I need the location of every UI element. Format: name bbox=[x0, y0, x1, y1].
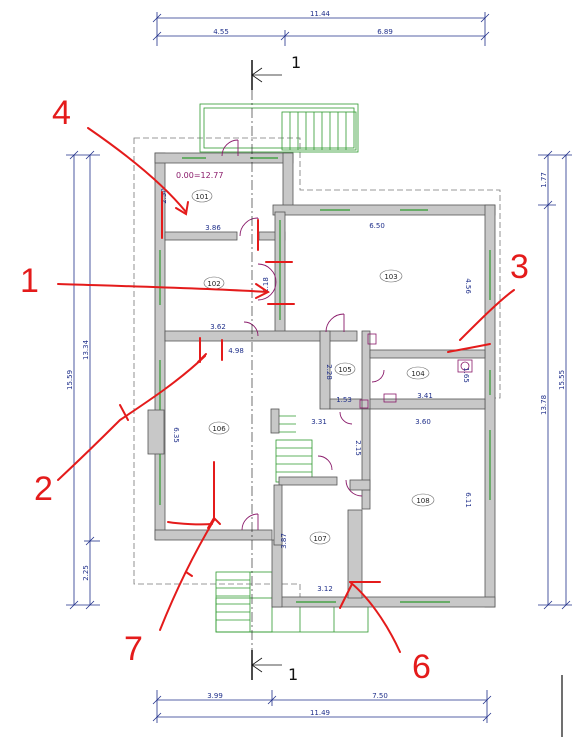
room-104-height: 1.65 bbox=[462, 367, 470, 383]
left-dimensions bbox=[66, 150, 100, 610]
section-mark-bottom: 1 bbox=[288, 665, 298, 684]
room-106-height: 6.35 bbox=[172, 427, 180, 443]
room-108-width: 3.60 bbox=[415, 418, 431, 426]
room-label-102: 102 bbox=[207, 280, 220, 288]
room-101-height: 2.50 bbox=[160, 188, 168, 204]
room-102-width: 3.62 bbox=[210, 323, 226, 331]
dim-right-middle: 13.78 bbox=[540, 395, 548, 415]
room-label-104: 104 bbox=[411, 370, 425, 378]
room-107-width: 3.12 bbox=[317, 585, 333, 593]
room-108-height: 6.11 bbox=[464, 492, 472, 508]
annotation-1: 1 bbox=[20, 262, 39, 300]
dim-top-right: 6.89 bbox=[377, 28, 393, 36]
room-label-106: 106 bbox=[212, 425, 226, 433]
terrace-and-stairs bbox=[199, 103, 369, 633]
room-labels: 101 3.86 2.50 102 3.62 2.18 103 6.50 4.5… bbox=[160, 188, 472, 593]
room-106-extra: 3.31 bbox=[311, 418, 327, 426]
room-106-width: 4.98 bbox=[228, 347, 244, 355]
windows bbox=[159, 157, 491, 603]
red-annotation-marks bbox=[57, 127, 515, 653]
annotation-4: 4 bbox=[52, 94, 71, 132]
annotation-2: 2 bbox=[34, 470, 53, 508]
dim-top-left: 4.55 bbox=[213, 28, 229, 36]
room-label-101: 101 bbox=[195, 193, 208, 201]
room-101-width: 3.86 bbox=[205, 224, 221, 232]
annotation-3: 3 bbox=[510, 248, 529, 286]
room-103-height: 4.56 bbox=[464, 278, 472, 294]
room-107-height: 3.87 bbox=[280, 533, 288, 549]
room-label-105: 105 bbox=[338, 366, 351, 374]
room-102-height: 2.18 bbox=[262, 277, 270, 293]
annotation-7: 7 bbox=[124, 630, 143, 668]
dim-left-outer: 15.59 bbox=[66, 370, 74, 390]
section-line bbox=[251, 60, 282, 680]
room-104-width: 3.41 bbox=[417, 392, 433, 400]
dim-bottom-right: 7.50 bbox=[372, 692, 388, 700]
dim-bottom-left: 3.99 bbox=[207, 692, 223, 700]
room-108-extra: 2.15 bbox=[354, 440, 362, 456]
room-label-108: 108 bbox=[416, 497, 429, 505]
bottom-dimensions bbox=[152, 690, 492, 723]
dim-right-top: 1.77 bbox=[540, 172, 548, 188]
dim-top-total: 11.44 bbox=[310, 10, 331, 18]
right-dimensions bbox=[538, 150, 572, 610]
level-mark: 0.00=12.77 bbox=[176, 171, 223, 180]
room-105-height: 2.28 bbox=[325, 364, 333, 380]
dim-left-inner: 13.34 bbox=[82, 339, 90, 360]
section-mark-top: 1 bbox=[291, 53, 301, 72]
annotation-6: 6 bbox=[412, 648, 431, 686]
room-105-width: 1.53 bbox=[336, 396, 352, 404]
room-label-107: 107 bbox=[313, 535, 326, 543]
fixtures bbox=[359, 333, 473, 409]
dim-left-bottom: 2.25 bbox=[82, 565, 90, 581]
room-label-103: 103 bbox=[384, 273, 397, 281]
dim-bottom-total: 11.49 bbox=[310, 709, 330, 717]
dim-right-outer: 15.55 bbox=[558, 370, 566, 390]
top-dimensions bbox=[152, 12, 490, 46]
room-103-width: 6.50 bbox=[369, 222, 385, 230]
